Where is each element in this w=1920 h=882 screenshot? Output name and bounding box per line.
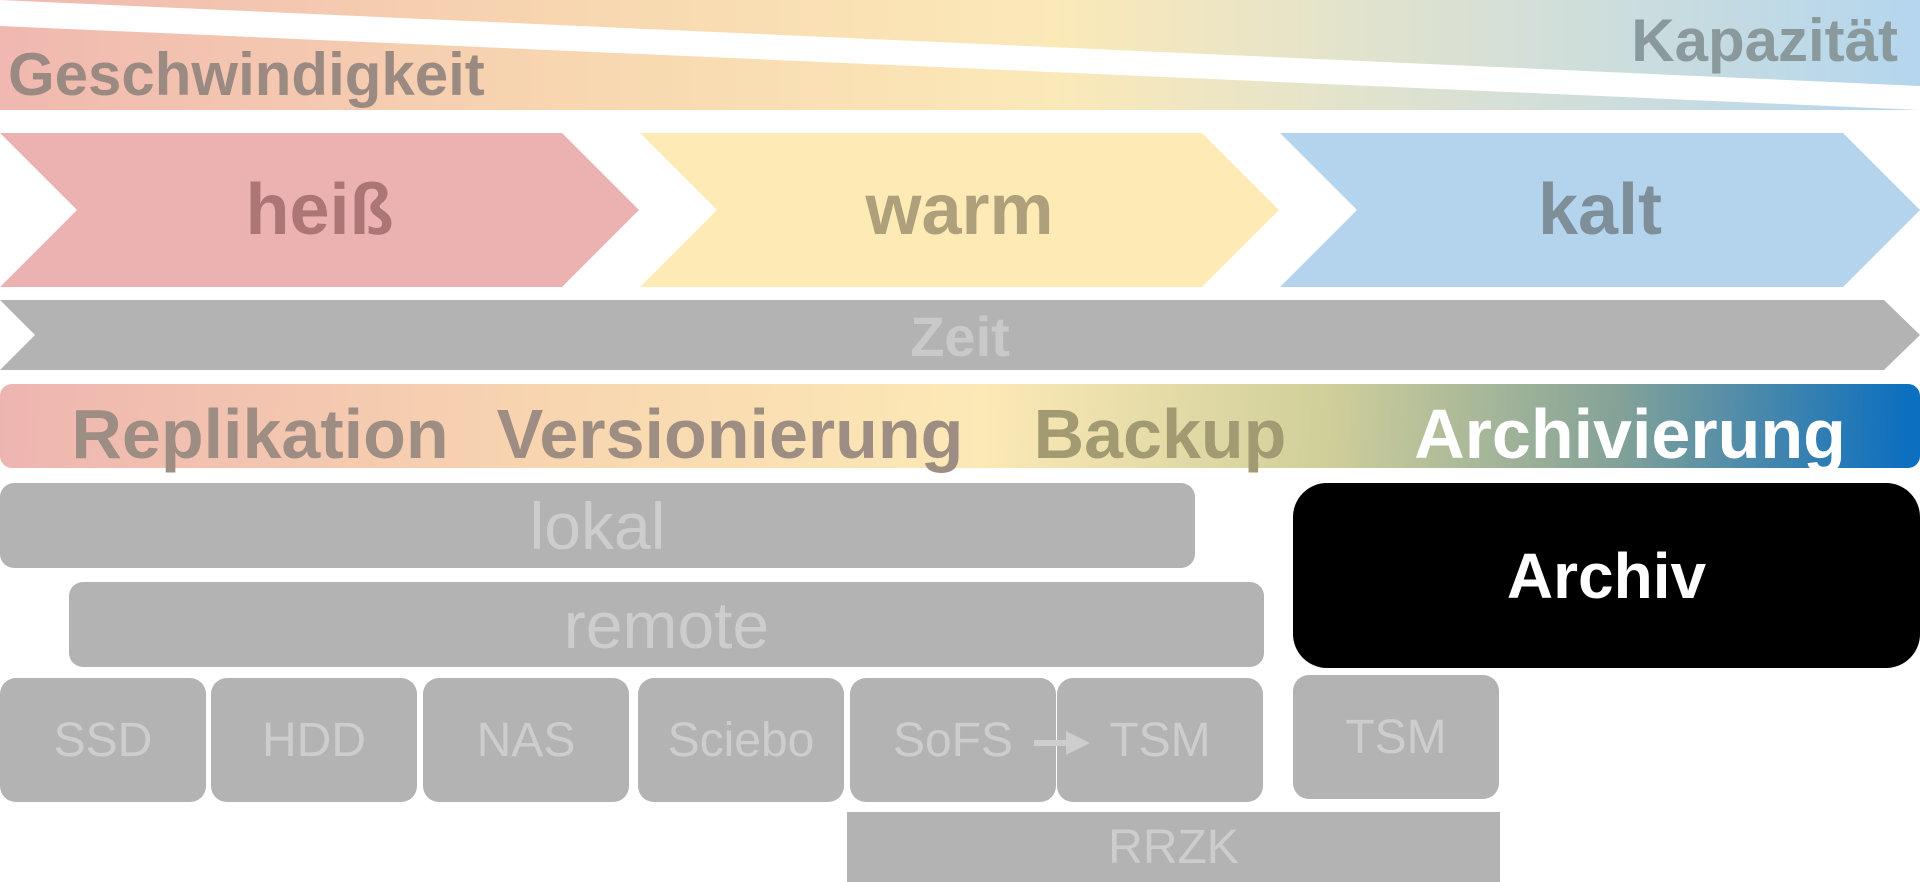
tier-warm-label: warm xyxy=(865,170,1054,250)
chevron-cold xyxy=(1280,133,1920,287)
time-label: Zeit xyxy=(910,304,1010,368)
time-arrow xyxy=(0,300,1920,370)
speed-label: Geschwindigkeit xyxy=(8,40,485,108)
medium-tsm: TSM xyxy=(1057,678,1263,802)
medium-sciebo: Sciebo xyxy=(638,678,844,802)
medium-nas: NAS xyxy=(423,678,629,802)
tier-chevrons xyxy=(0,133,1920,287)
method-backup: Backup xyxy=(1033,395,1287,473)
methods-bar xyxy=(0,384,1920,468)
top-wedges xyxy=(0,0,1920,110)
tier-cold-label: kalt xyxy=(1537,170,1663,250)
arrow-right-icon xyxy=(1034,731,1090,755)
location-lokal: lokal xyxy=(0,483,1195,568)
medium-sofs: SoFS xyxy=(850,678,1056,802)
method-replication: Replikation xyxy=(71,395,449,473)
tier-hot-label: heiß xyxy=(245,170,394,250)
method-archiving: Archivierung xyxy=(1414,395,1846,473)
medium-tsm-archive: TSM xyxy=(1293,675,1499,799)
capacity-wedge xyxy=(0,0,1920,86)
chevron-warm xyxy=(640,133,1279,287)
medium-ssd: SSD xyxy=(0,678,206,802)
location-remote: remote xyxy=(69,582,1264,667)
provider-rrzk: RRZK xyxy=(847,812,1500,882)
capacity-label: Kapazität xyxy=(1631,6,1898,74)
chevron-hot xyxy=(0,133,639,287)
method-versioning: Versionierung xyxy=(496,395,964,473)
archive-box: Archiv xyxy=(1293,483,1920,668)
medium-hdd: HDD xyxy=(211,678,417,802)
speed-wedge xyxy=(0,26,1920,110)
